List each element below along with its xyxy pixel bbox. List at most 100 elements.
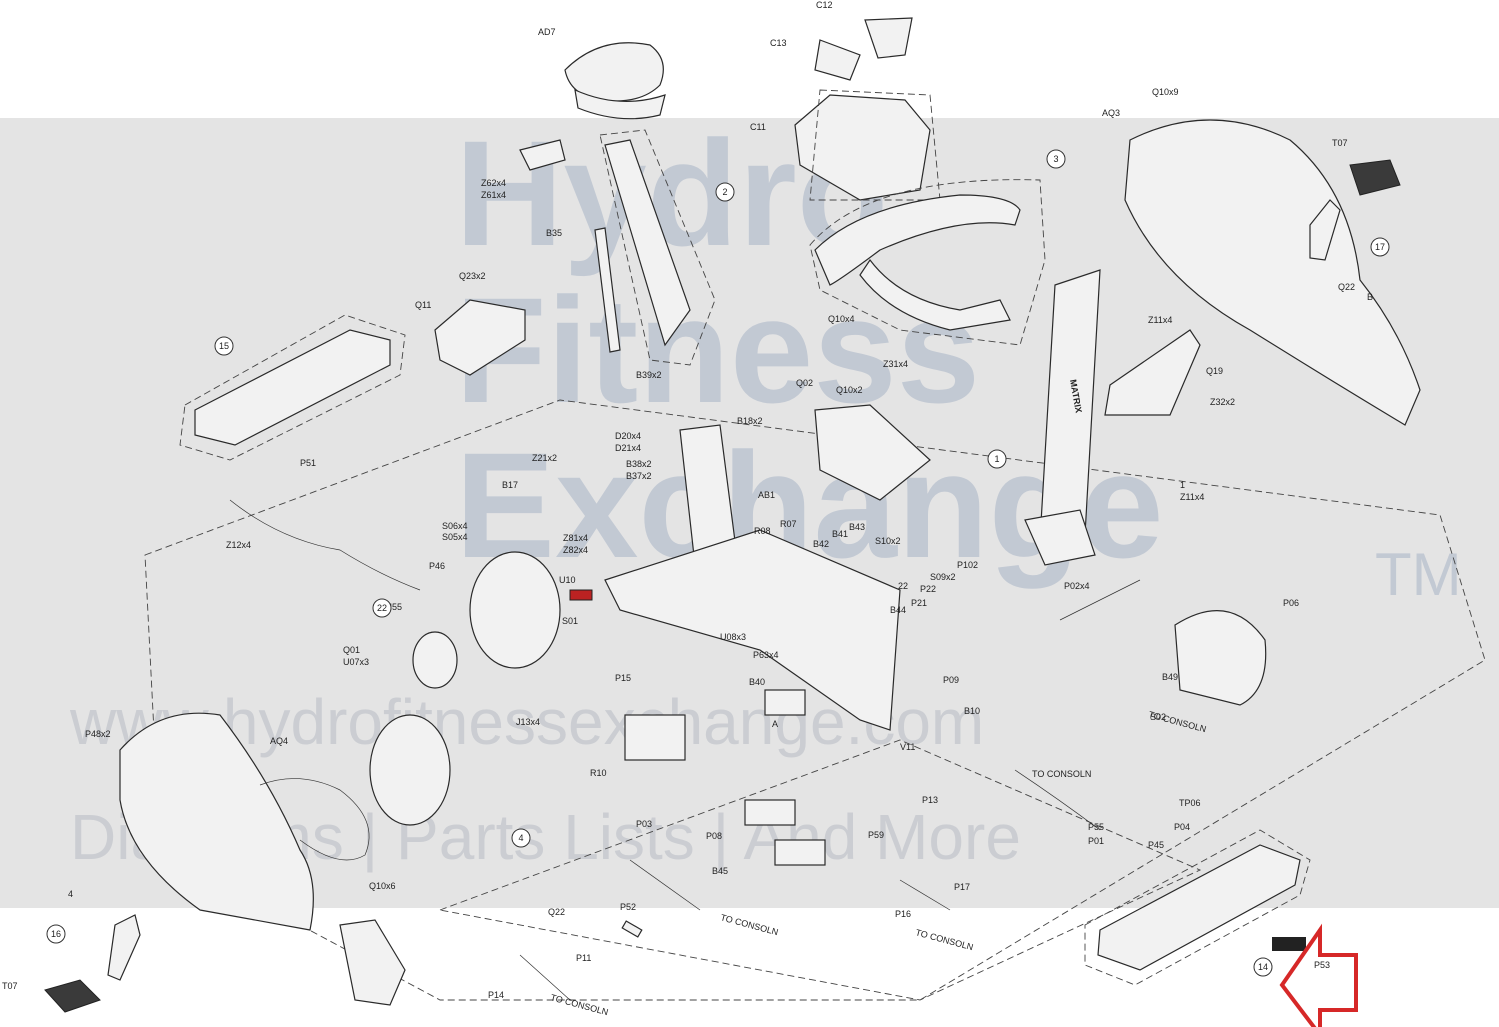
- part-label: Q23x2: [459, 271, 486, 281]
- part-label: B18x2: [737, 416, 763, 426]
- part-label: P21: [911, 598, 927, 608]
- part-label: P59: [868, 830, 884, 840]
- part-label: AQ3: [1102, 108, 1120, 118]
- part-label: U10: [559, 575, 576, 585]
- part-label: B45: [712, 866, 728, 876]
- part-label: B38x2: [626, 459, 652, 469]
- upright-base-plate: [1024, 509, 1096, 566]
- part-label: Q10x9: [1152, 87, 1179, 97]
- part-label: P17: [954, 882, 970, 892]
- cable-p17: [519, 954, 571, 1001]
- tray-c12: [864, 17, 913, 59]
- part-label: C12: [816, 0, 833, 10]
- cable-p16: [629, 859, 701, 911]
- part-label: P04: [1174, 822, 1190, 832]
- part-label: B44: [890, 605, 906, 615]
- part-label: Q10x6: [369, 881, 396, 891]
- block-b45-a: [744, 799, 796, 826]
- callout-circle: [511, 828, 531, 848]
- left-guard: [339, 919, 406, 1006]
- part-label: P55: [1088, 822, 1104, 832]
- part-label: Z32x2: [1210, 397, 1235, 407]
- pedal-left-t07: [44, 979, 101, 1013]
- callout-circle: [987, 449, 1007, 469]
- part-label: P14: [488, 990, 504, 1000]
- part-label: B49: [1162, 672, 1178, 682]
- part-label: AD7: [538, 27, 556, 37]
- part-label: 22: [898, 581, 908, 591]
- part-label: P52: [620, 902, 636, 912]
- seat-base: [574, 88, 666, 120]
- part-label: P09: [943, 675, 959, 685]
- part-label: P48x2: [85, 729, 111, 739]
- adjust-strip-b35: [594, 227, 621, 353]
- plate-q19: [1104, 329, 1201, 416]
- floor-plane-outline: [438, 739, 1202, 1001]
- to-console-label: TO CONSOLN: [914, 927, 974, 952]
- part-label: TO CONSOLN: [1032, 769, 1091, 779]
- part-label: B43: [849, 522, 865, 532]
- part-label: Z31x4: [883, 359, 908, 369]
- part-label: B40: [749, 677, 765, 687]
- crank-left-16: [107, 914, 141, 981]
- callout-circle: [1046, 149, 1066, 169]
- part-label: Q19: [1206, 366, 1223, 376]
- shroud-15: [194, 329, 391, 446]
- part-label: Z12x4: [226, 540, 251, 550]
- part-label: Z62x4: [481, 178, 506, 188]
- shroud-14: [1097, 844, 1301, 971]
- part-label: D20x4: [615, 431, 641, 441]
- part-label: C11: [750, 122, 766, 132]
- callout-number: 4: [518, 833, 523, 843]
- callout-number: 17: [1375, 242, 1385, 252]
- handlebar-group: [809, 179, 1046, 346]
- part-label: Z21x2: [532, 453, 557, 463]
- callout-circle: [46, 924, 66, 944]
- shroud-14-group: [1084, 829, 1311, 986]
- cover-q11: [434, 299, 526, 376]
- part-label: Z11x4: [1148, 315, 1172, 325]
- part-label: P22: [920, 584, 936, 594]
- part-label: Q02: [796, 378, 813, 388]
- to-console-label: TO CONSOLN: [719, 912, 779, 937]
- part-label: U08x3: [720, 632, 746, 642]
- block-b45-b: [774, 839, 826, 866]
- part-label: B39x2: [636, 370, 662, 380]
- grommet-p14: [621, 920, 643, 938]
- part-label: Q22: [1338, 282, 1355, 292]
- part-label: P11: [576, 953, 591, 963]
- watermark-trademark: TM: [1375, 541, 1462, 608]
- part-label: B41: [832, 529, 848, 539]
- part-label: B37x2: [626, 471, 652, 481]
- part-label: S05x4: [442, 532, 468, 542]
- part-label: Z11x4: [1180, 492, 1204, 502]
- part-label: V11: [900, 742, 915, 752]
- part-label: P01: [1088, 836, 1104, 846]
- part-label: P08: [706, 831, 722, 841]
- shroud-15-group: [179, 314, 406, 461]
- callout-number: 3: [1053, 154, 1058, 164]
- part-label: Q22: [548, 907, 565, 917]
- part-label: P02x4: [1064, 581, 1090, 591]
- part-label: P45: [1148, 840, 1164, 850]
- left-cover-aq4: [119, 712, 314, 931]
- callout-circle: [1370, 237, 1390, 257]
- part-label: C13: [770, 38, 787, 48]
- belt-r10: [259, 778, 370, 861]
- tray-q02: [814, 404, 931, 501]
- callout-circle: [715, 182, 735, 202]
- cable-p06: [1059, 579, 1141, 621]
- part-label: Z82x4: [563, 545, 588, 555]
- to-console-label: TO CONSOLN: [549, 992, 609, 1017]
- seat-post-group: [599, 129, 716, 366]
- pedal-right-t07: [1349, 159, 1401, 196]
- part-label: D21x4: [615, 443, 641, 453]
- part-label: P102: [957, 560, 978, 570]
- part-label: U07x3: [343, 657, 369, 667]
- part-label: Z61x4: [481, 190, 506, 200]
- callout-number: 2: [722, 187, 727, 197]
- callout-number: 16: [51, 929, 61, 939]
- part-label: 4: [68, 889, 73, 899]
